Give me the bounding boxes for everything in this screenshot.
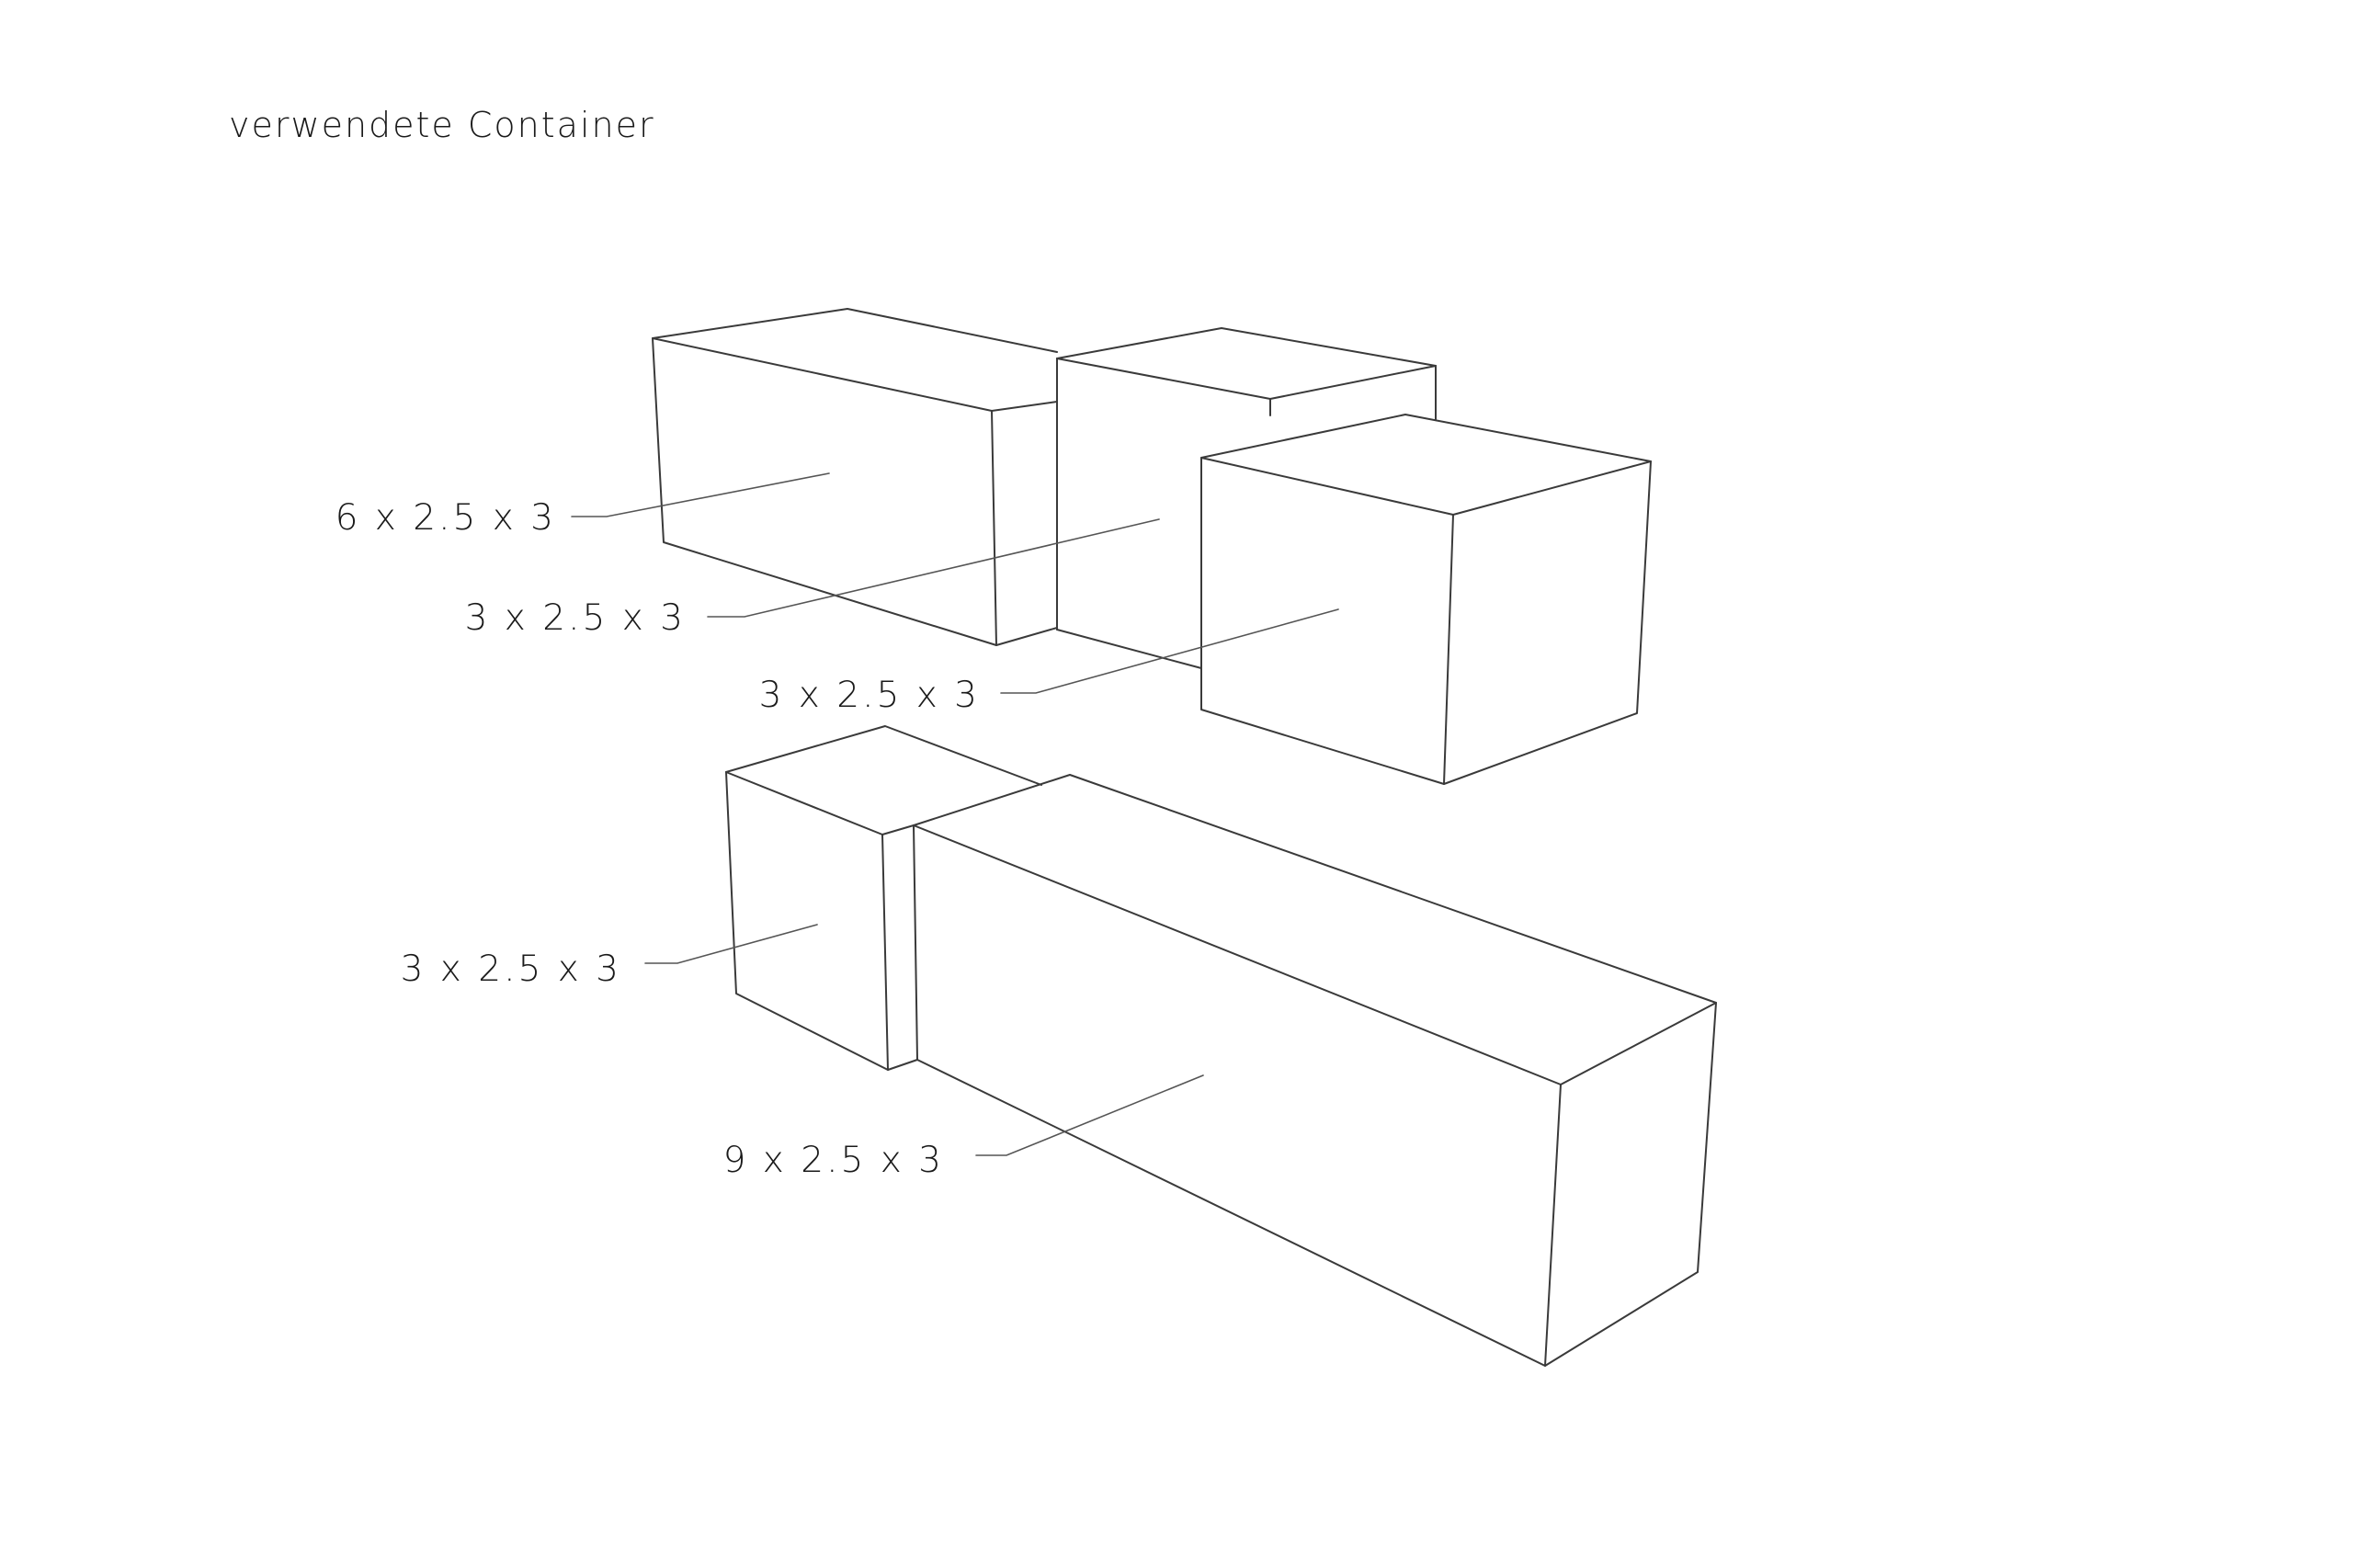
label-group-c: 3 x 2.5 x 3 xyxy=(759,608,1339,716)
label-group-a: 6 x 2.5 x 3 xyxy=(335,472,830,539)
dimension-label: 3 x 2.5 x 3 xyxy=(465,597,686,639)
container-6x2.5x3-a xyxy=(652,308,1058,646)
leader-line xyxy=(1000,608,1339,694)
label-group-e: 9 x 2.5 x 3 xyxy=(723,1074,1204,1181)
leader-line xyxy=(707,518,1160,618)
container-9x2.5x3-e xyxy=(913,774,1717,1367)
dimension-label: 9 x 2.5 x 3 xyxy=(723,1140,944,1181)
label-group-b: 3 x 2.5 x 3 xyxy=(465,518,1160,639)
dimension-label: 6 x 2.5 x 3 xyxy=(335,497,556,539)
leader-line xyxy=(571,472,830,517)
label-group-d: 3 x 2.5 x 3 xyxy=(401,924,818,990)
page-title: verwendete Container xyxy=(229,105,655,145)
leader-line xyxy=(975,1074,1204,1156)
container-3x2.5x3-c xyxy=(1200,414,1652,785)
dimension-label: 3 x 2.5 x 3 xyxy=(401,949,621,990)
container-3x2.5x3-b xyxy=(1056,327,1437,669)
leader-line xyxy=(644,924,818,964)
dimension-label: 3 x 2.5 x 3 xyxy=(759,675,980,716)
container-3x2.5x3-d xyxy=(725,725,1042,1071)
